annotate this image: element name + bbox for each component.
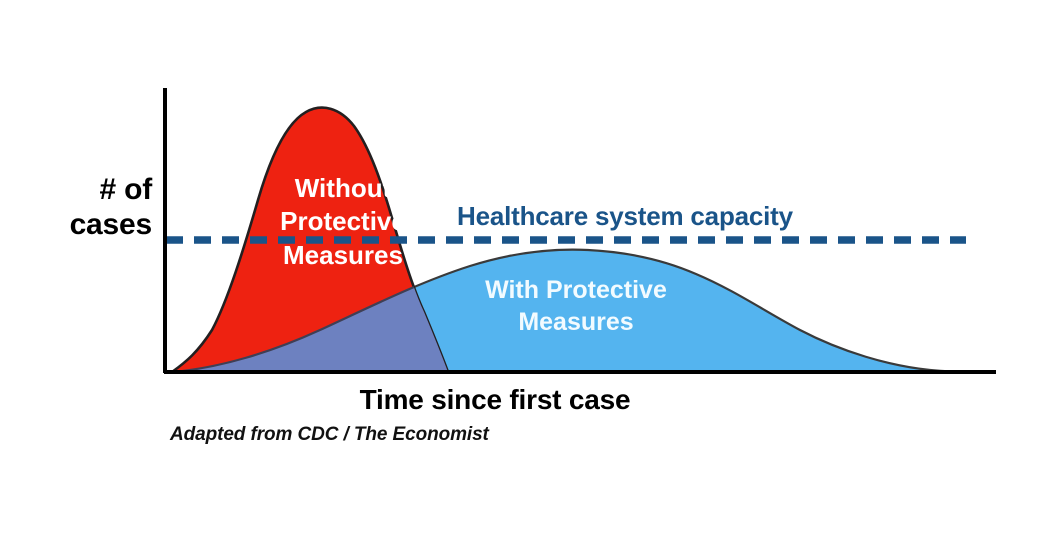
x-axis-label: Time since first case xyxy=(359,384,631,415)
curve-overlap-region xyxy=(172,248,448,372)
y-axis-label: # of cases xyxy=(69,173,153,242)
without-protective-measures-label: Without Protective Measures xyxy=(280,173,406,270)
healthcare-capacity-label: Healthcare system capacity xyxy=(457,201,793,231)
source-credit: Adapted from CDC / The Economist xyxy=(170,424,489,445)
with-protective-measures-label: With Protective Measures xyxy=(485,276,667,336)
overlap-area xyxy=(172,248,448,372)
